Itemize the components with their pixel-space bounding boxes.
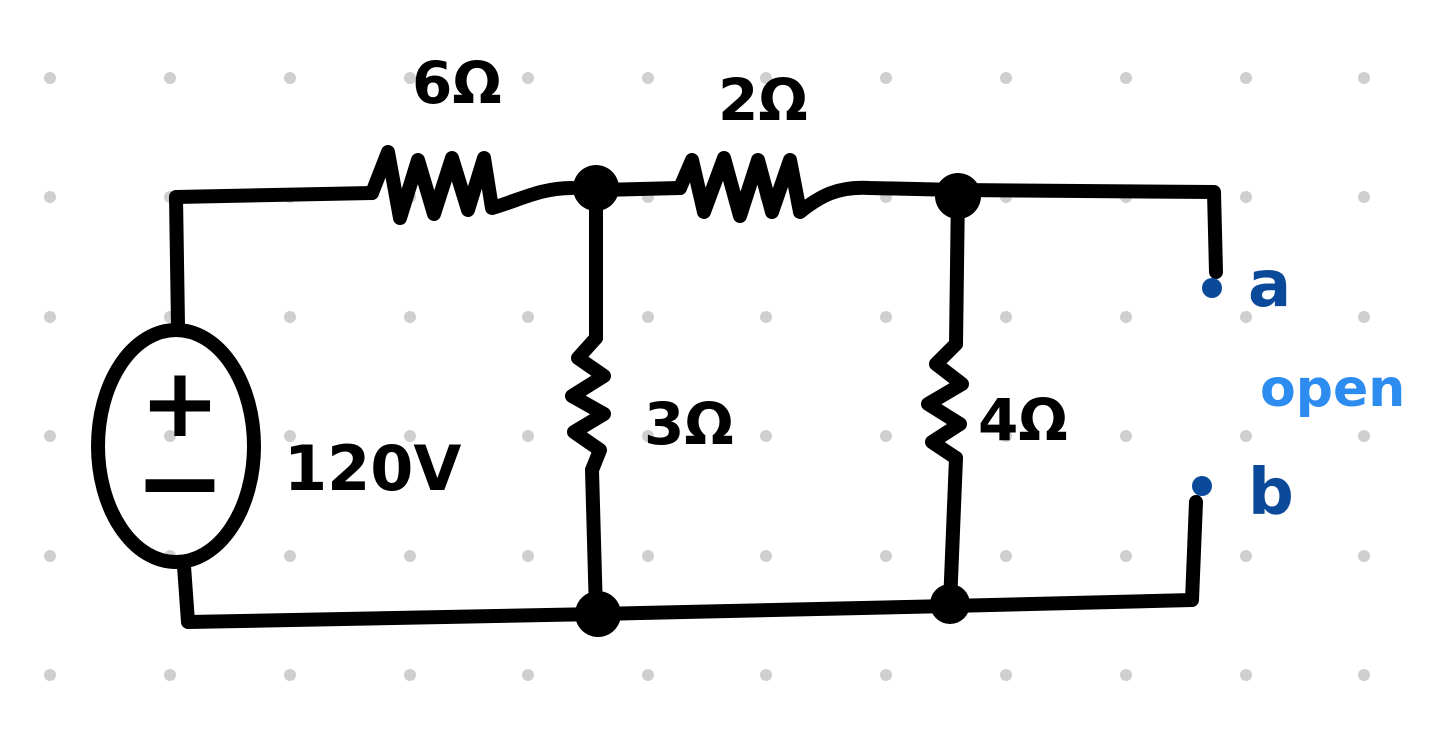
grid-dot [522,669,534,681]
grid-dot [760,669,772,681]
grid-dot [44,72,56,84]
grid-dot [1120,430,1132,442]
grid-dot [404,550,416,562]
source-plus-sign: + [140,347,220,459]
grid-dot [1120,669,1132,681]
grid-dot [1358,550,1370,562]
terminal-a-label: a [1248,248,1291,322]
grid-dot [44,430,56,442]
grid-dot [880,72,892,84]
grid-dot [880,311,892,323]
grid-dot [522,311,534,323]
grid-dot [760,72,772,84]
grid-dot [284,669,296,681]
grid-dot [284,430,296,442]
resistor-4ohm-label: 4Ω [978,386,1068,454]
junction-node-bottom-middle [575,591,621,637]
grid-dot [44,191,56,203]
grid-dot [404,311,416,323]
grid-dot [880,669,892,681]
resistor-2ohm-zigzag [673,151,965,223]
grid-dot [1240,430,1252,442]
grid-dot [642,311,654,323]
grid-dot [1120,550,1132,562]
grid-dot [1120,311,1132,323]
dot-grid [44,72,1370,681]
grid-dot [284,72,296,84]
grid-dot [1000,430,1012,442]
grid-dot [1240,311,1252,323]
terminal-b-label: b [1248,456,1294,530]
resistor-4ohm-zigzag [921,337,969,465]
grid-dot [1358,311,1370,323]
grid-dot [1120,72,1132,84]
grid-dot [642,430,654,442]
wire-3ohm-bottom [585,463,603,619]
grid-dot [404,430,416,442]
resistor-6ohm-label: 6Ω [412,49,502,117]
grid-dot [44,311,56,323]
grid-dot [1240,550,1252,562]
resistor-3ohm-zigzag [565,331,611,477]
resistor-6ohm-zigzag [365,145,579,225]
grid-dot [44,669,56,681]
grid-dot [642,72,654,84]
open-circuit-label: open [1260,359,1405,419]
terminal-b-dot [1192,476,1212,496]
grid-dot [760,430,772,442]
source-minus-sign: − [134,418,226,546]
grid-dot [760,550,772,562]
voltage-source-circle [91,323,261,569]
wire-top-left [169,186,379,332]
grid-dot [1358,72,1370,84]
grid-dot [1358,191,1370,203]
junction-node-bottom-right [930,584,970,624]
grid-dot [1240,191,1252,203]
grid-dot [1000,72,1012,84]
grid-dot [404,72,416,84]
source-voltage-label: 120V [284,432,461,505]
grid-dot [1240,669,1252,681]
grid-dot [1358,430,1370,442]
grid-dot [1358,669,1370,681]
terminal-a-dot [1202,278,1222,298]
grid-dot [1000,669,1012,681]
wire-bottom [177,495,1203,629]
grid-dot [404,669,416,681]
resistor-3ohm-label: 3Ω [644,390,734,458]
grid-dot [164,72,176,84]
grid-dot [164,430,176,442]
grid-dot [522,550,534,562]
grid-dot [880,550,892,562]
grid-dot [44,550,56,562]
grid-dot [284,550,296,562]
wire-4ohm-bottom [943,451,963,611]
grid-dot [642,550,654,562]
grid-dot [880,430,892,442]
resistor-2ohm-label: 2Ω [718,66,808,134]
junction-node-top-right [935,173,981,219]
junction-node-top-middle [573,165,619,211]
grid-dot [164,669,176,681]
grid-dot [522,72,534,84]
grid-dot [760,311,772,323]
grid-dot [284,311,296,323]
grid-dot [522,430,534,442]
grid-dot [1000,550,1012,562]
wire-node2-to-a [951,183,1223,279]
grid-dot [1240,72,1252,84]
grid-dot [1000,311,1012,323]
grid-dot [642,669,654,681]
